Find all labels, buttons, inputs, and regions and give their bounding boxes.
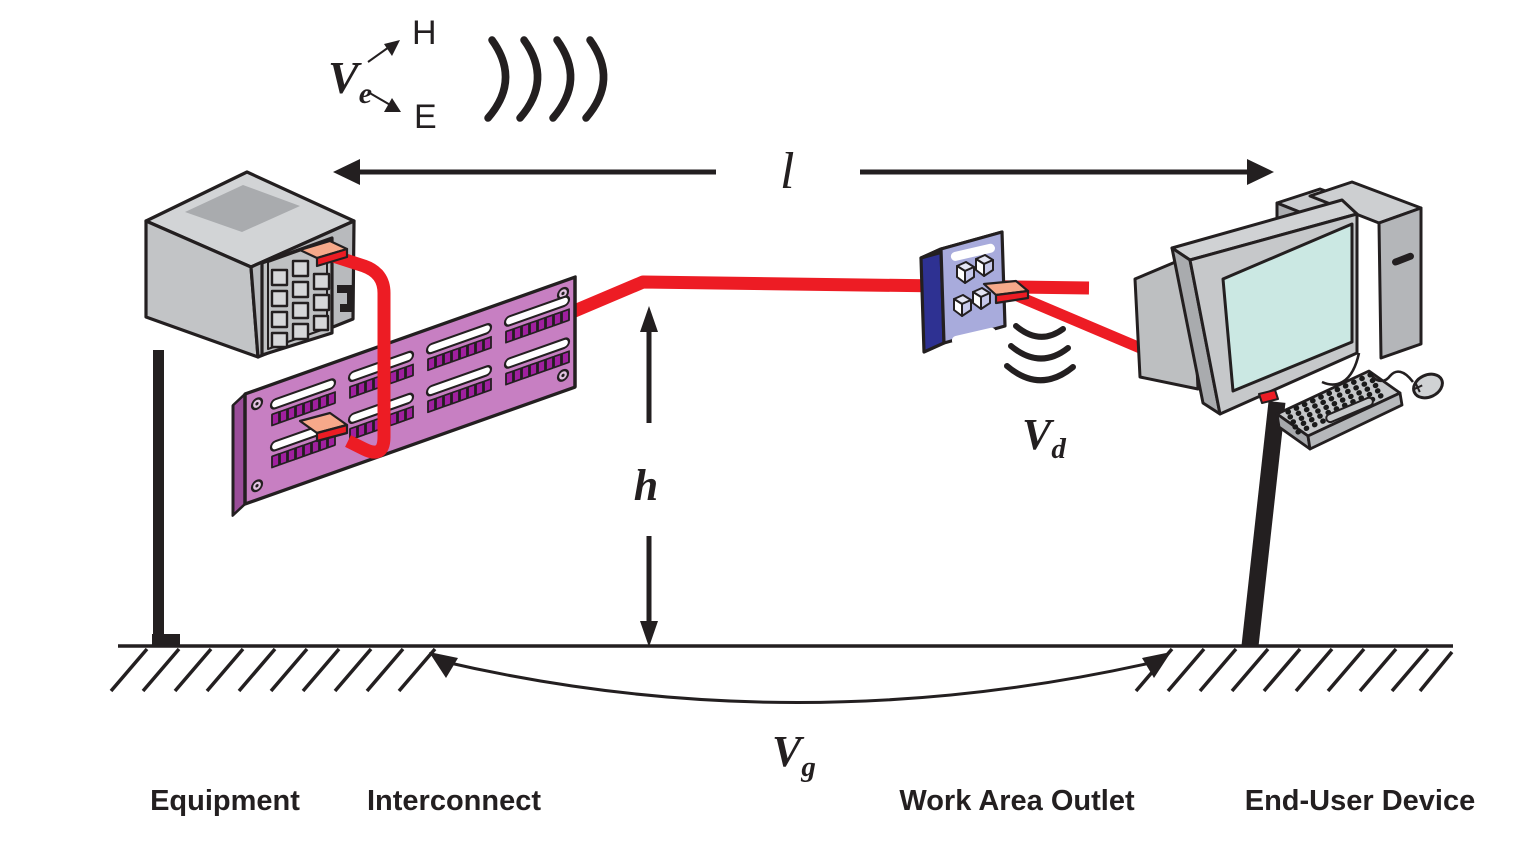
- equipment-handle-mark: [337, 285, 353, 312]
- vd-sub: d: [1051, 433, 1066, 465]
- keyboard-spacebar: [1325, 396, 1374, 424]
- rj45-connector-panel: [298, 411, 349, 443]
- vg-arrowhead-right: [1142, 652, 1171, 678]
- emission-label-group: Ve H E: [328, 14, 437, 136]
- height-arrowhead-bottom: [640, 621, 658, 647]
- equipment-vent: [185, 185, 300, 232]
- patch-cable: [298, 239, 391, 459]
- arrowhead-to-h: [384, 40, 400, 56]
- caption-equipment: Equipment: [150, 785, 300, 817]
- monitor-cable-connector: [1258, 389, 1279, 404]
- caption-end-user-device: End-User Device: [1245, 785, 1476, 817]
- length-label: l: [780, 143, 794, 200]
- length-arrowhead-right: [1247, 159, 1274, 185]
- mouse-cord: [1371, 370, 1415, 383]
- outlet-slot-top: [950, 243, 995, 261]
- vd-label: Vd: [1022, 410, 1066, 465]
- patch-panel-side: [231, 392, 247, 517]
- height-label: h: [634, 461, 658, 510]
- rj45-connector-equipment: [298, 239, 349, 268]
- keyboard: [1275, 369, 1404, 451]
- vg-arrowhead-left: [429, 652, 458, 678]
- e-field-label: E: [414, 98, 437, 136]
- emi-waves-icon: [484, 36, 608, 122]
- drop-cable: [982, 279, 1148, 356]
- rj45-connector-outlet: [982, 279, 1030, 305]
- height-arrowhead-top: [640, 306, 658, 332]
- h-field-label: H: [412, 14, 437, 52]
- equipment-ground-wire: [152, 350, 180, 646]
- computer-ground-wire: [1241, 401, 1286, 647]
- equipment-ports: [270, 259, 331, 349]
- caption-work-area-outlet: Work Area Outlet: [899, 785, 1135, 817]
- length-arrowhead-left: [333, 159, 360, 185]
- wall-outlet-illustration: [919, 230, 1007, 354]
- mouse: [1371, 370, 1444, 400]
- ground-hatching-left: [109, 647, 437, 693]
- vd-main: V: [1022, 410, 1055, 459]
- outlet-slot-bottom: [951, 327, 996, 345]
- vg-sub: g: [800, 751, 816, 783]
- keyboard-cord: [1321, 352, 1361, 386]
- length-arrow: l: [333, 143, 1274, 200]
- outlet-jack-upper: [956, 254, 994, 284]
- ground-hatching-right: [1134, 647, 1454, 693]
- ground-voltage-arrow: Vg: [429, 652, 1171, 783]
- outlet-jack-lower: [953, 287, 991, 317]
- ve-sub: e: [359, 77, 372, 110]
- computer-illustration: [1133, 180, 1444, 451]
- ve-label: Ve: [328, 52, 372, 110]
- vg-label: Vg: [772, 727, 816, 783]
- vg-main: V: [772, 727, 805, 776]
- captions: Equipment Interconnect Work Area Outlet …: [150, 785, 1475, 817]
- ve-main: V: [328, 52, 362, 103]
- arrowhead-to-e: [384, 98, 401, 112]
- ground-plane: [109, 644, 1454, 693]
- monitor-screen: [1221, 222, 1354, 393]
- tower-drive-slot: [1392, 252, 1414, 266]
- monitor: [1133, 198, 1359, 416]
- height-arrow: h: [634, 306, 658, 647]
- caption-interconnect: Interconnect: [367, 785, 541, 817]
- radiation-waves-icon: [1004, 323, 1076, 384]
- patch-panel-illustration: [231, 275, 577, 517]
